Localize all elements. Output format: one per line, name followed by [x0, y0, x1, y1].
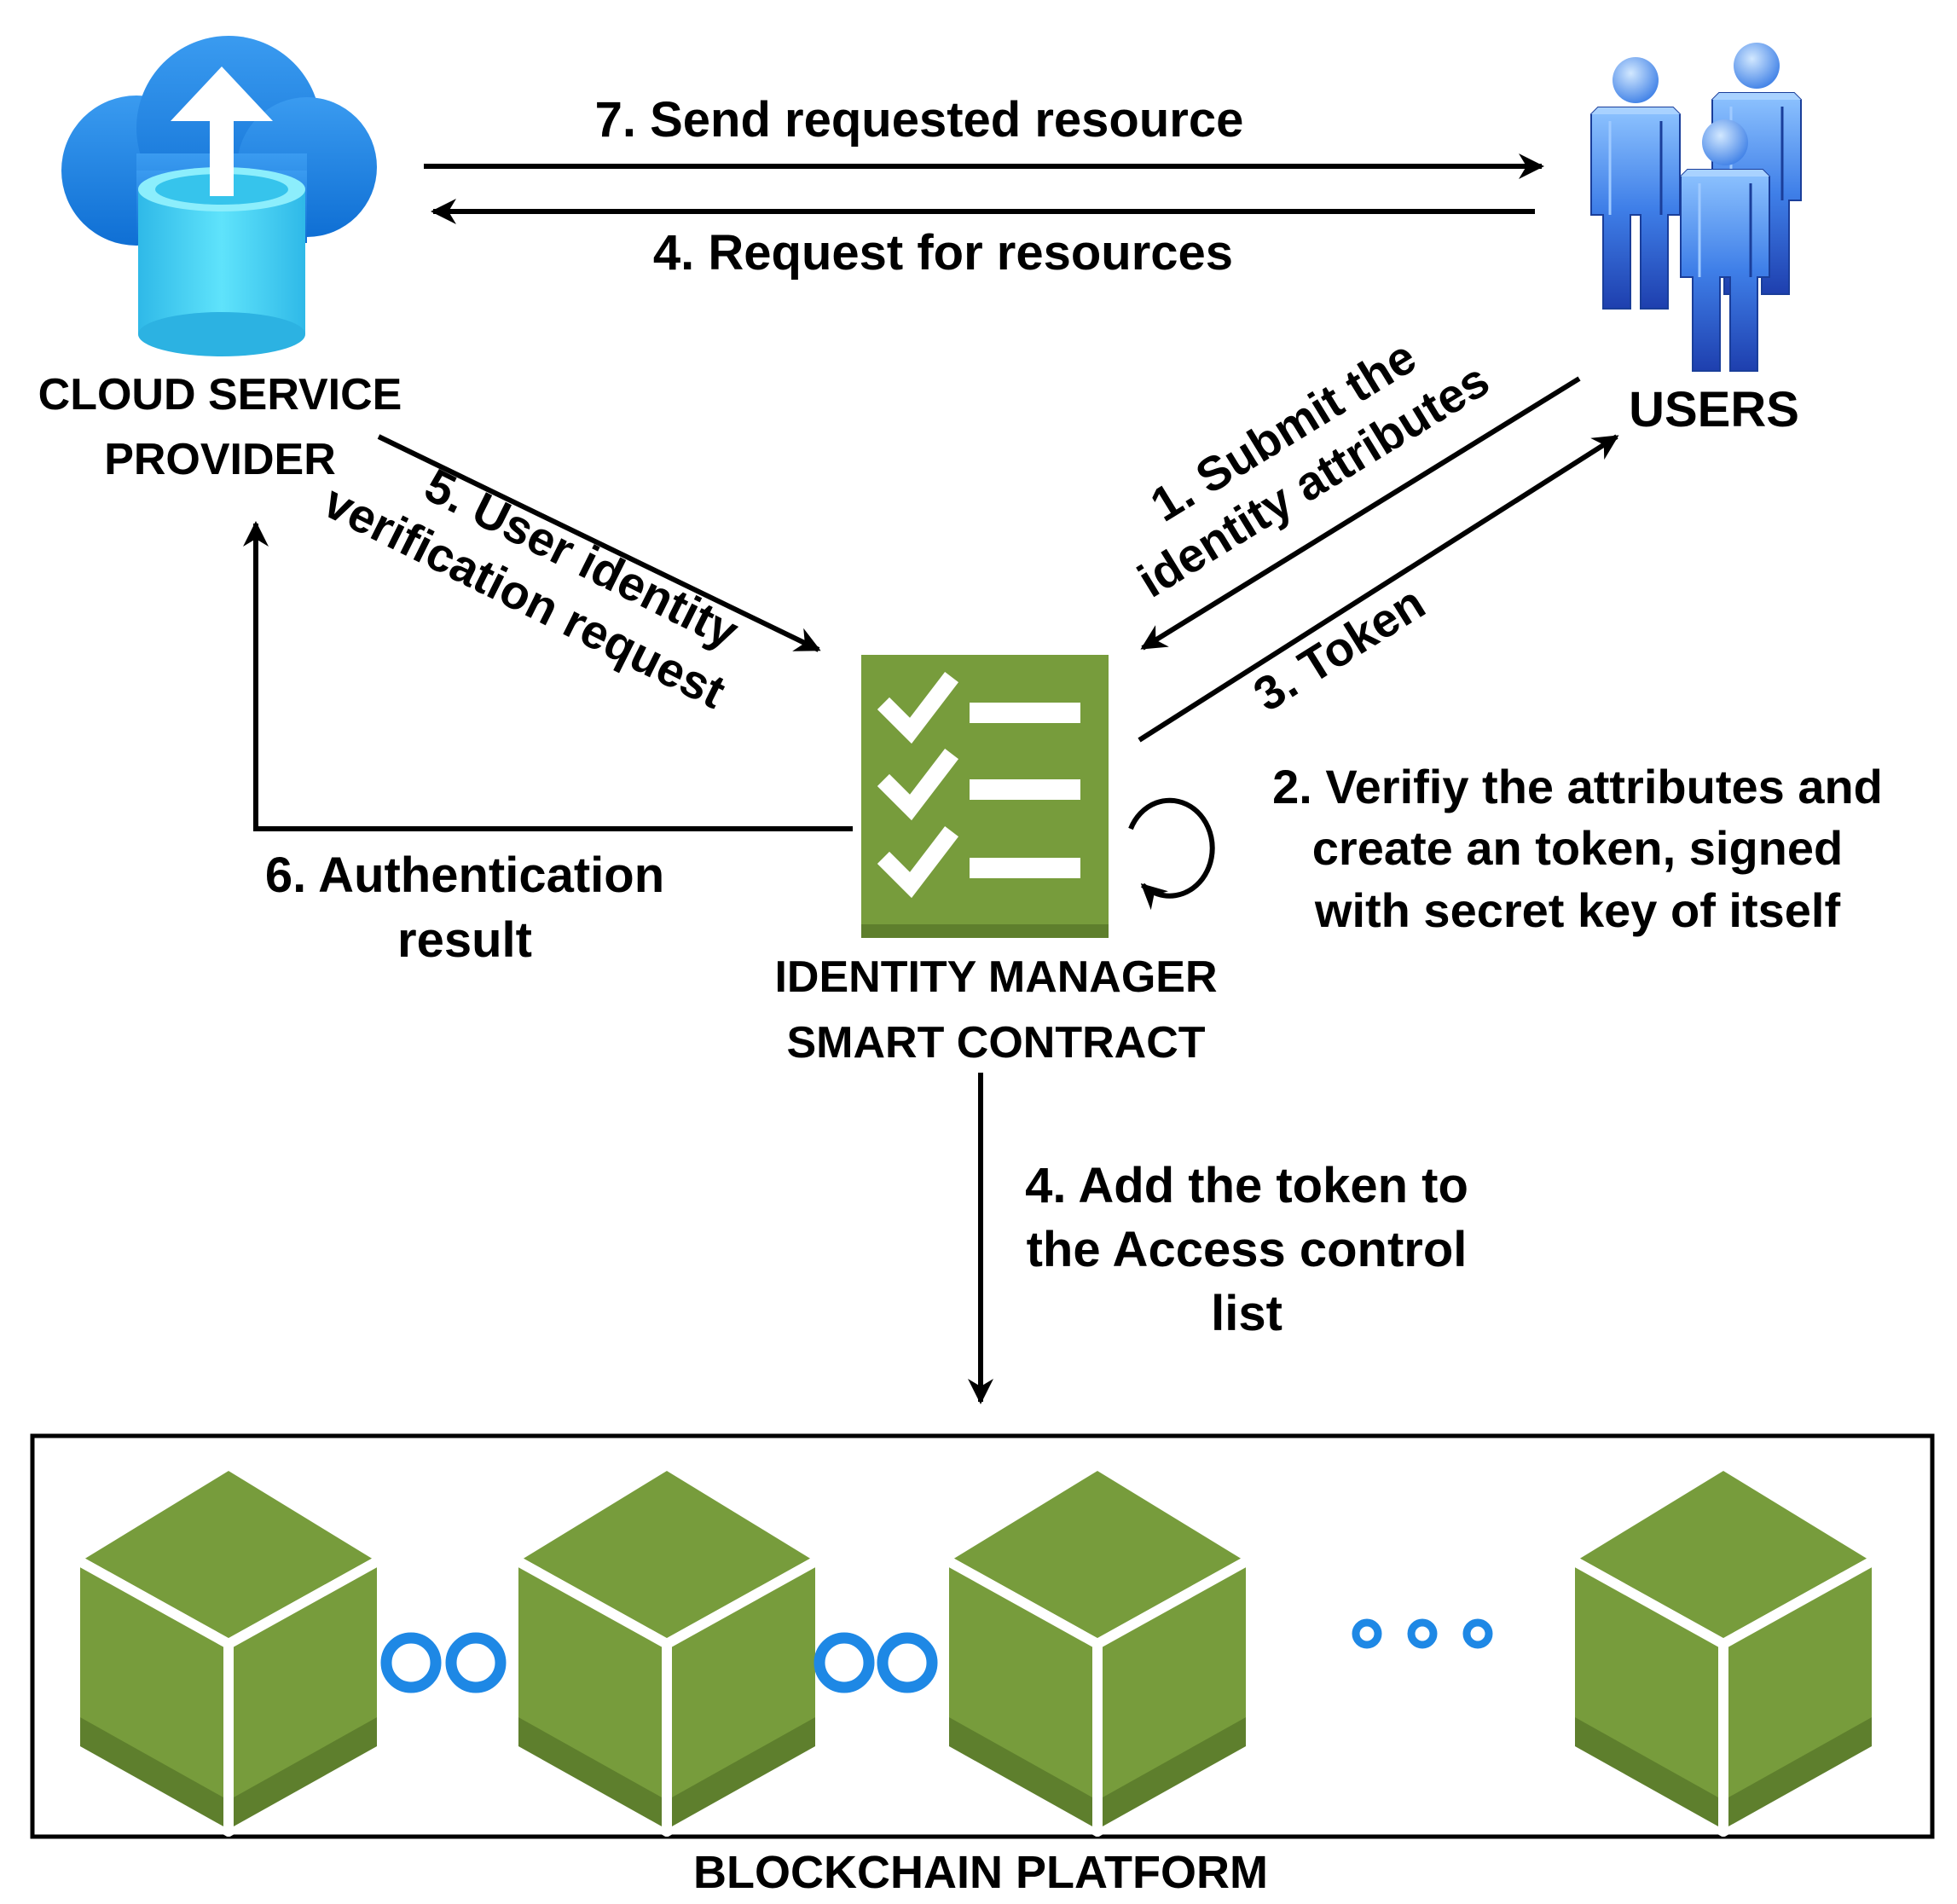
edge-add-token-label-line1: 4. Add the token to	[1025, 1158, 1468, 1213]
ellipsis-icon	[1352, 1618, 1493, 1649]
edge-verify-label-line3: with secret key of itself	[1314, 883, 1841, 937]
edge-send-resource-label: 7. Send requested resource	[595, 92, 1244, 148]
cloud-label-line1: CLOUD SERVICE	[38, 370, 402, 420]
edge-authentication-result-label-line2: result	[397, 912, 532, 968]
block-icon	[75, 1465, 382, 1832]
edge-token-arrow	[1138, 434, 1619, 743]
identity-manager-label-line1: IDENTITY MANAGER	[774, 952, 1217, 1002]
block-icon	[944, 1465, 1251, 1832]
edge-authentication-result-label-line1: 6. Authentication	[265, 848, 664, 903]
users-group-icon	[1589, 41, 1803, 373]
blockchain-label: BLOCKCHAIN PLATFORM	[693, 1847, 1268, 1898]
identity-manager-label-line2: SMART CONTRACT	[786, 1018, 1205, 1068]
edge-add-token-label-line2: the Access control	[1027, 1222, 1468, 1277]
edge-add-token-label-line3: list	[1211, 1286, 1282, 1341]
edge-token-label: 3. Token	[1244, 576, 1434, 722]
block-icon	[1570, 1465, 1877, 1832]
blockchain-platform-frame	[30, 1433, 1935, 1839]
chain-link-icon	[380, 1632, 507, 1693]
edge-verify-self-loop-arrow	[1128, 797, 1215, 911]
edge-verify-label-line2: create an token, signed	[1312, 821, 1843, 875]
edge-authentication-result-arrow	[243, 521, 853, 831]
cloud-label-line2: PROVIDER	[104, 435, 336, 484]
chain-link-icon	[813, 1632, 938, 1693]
checklist-icon	[861, 655, 1109, 938]
cloud-storage-upload-icon	[61, 36, 377, 356]
edge-verification-request-arrow	[377, 434, 821, 652]
edge-request-resources-label: 4. Request for resources	[653, 225, 1233, 281]
block-icon	[513, 1465, 820, 1832]
edge-verify-label-line1: 2. Verifiy the attributes and	[1272, 760, 1883, 813]
users-label: USERS	[1629, 382, 1799, 437]
blockchain-blocks	[75, 1465, 1877, 1832]
edge-submit-attributes-arrow	[1140, 376, 1581, 651]
